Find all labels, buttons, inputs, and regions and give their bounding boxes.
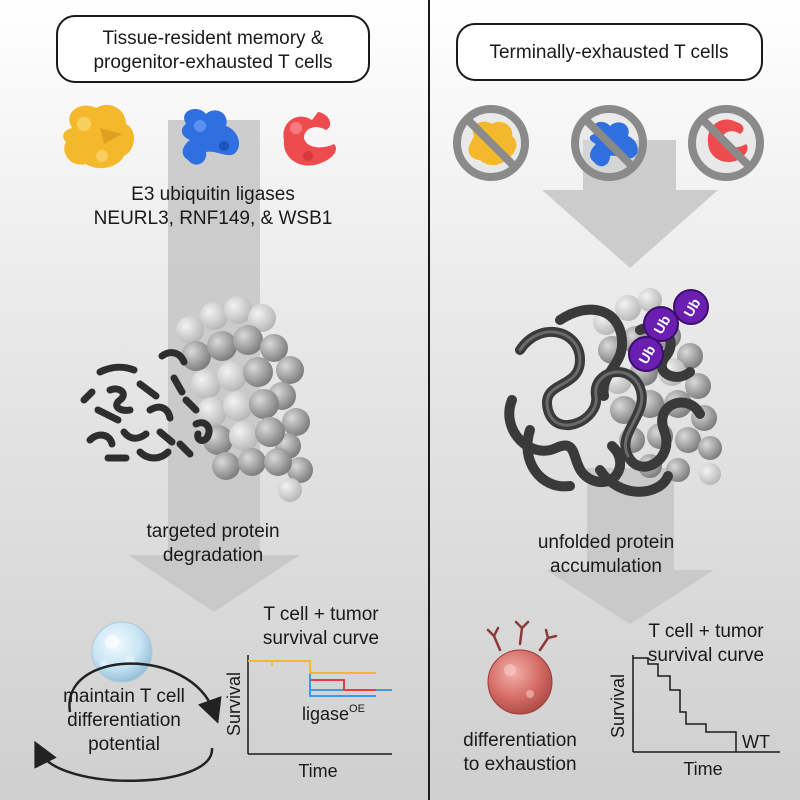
unfolded-protein-highlight [518,330,644,458]
proteasome-subunit [197,397,227,427]
proteasome-subunit [638,288,662,312]
prohibited-ligase-neurl3-icon [453,105,529,181]
right-survival-chart: WT Survival Time [608,655,780,779]
ligase-wsb1-icon [283,112,337,166]
left-process-line2: degradation [163,545,263,566]
proteasome-subunit [615,295,641,321]
proteasome-subunit [685,373,711,399]
proteasome-subunit [260,334,288,362]
left-outcome-line1: maintain T cell [63,686,185,707]
right-curve-title-line1: T cell + tumor [648,621,764,642]
left-curve-title-line2: survival curve [263,628,379,649]
proteasome-subunit [200,302,228,330]
ubiquitin-tag-1-icon: Ub [673,289,709,325]
proteasome-subunit [233,325,263,355]
proteasome-subunit [207,331,237,361]
proteasome-subunit [287,457,313,483]
curve-blue-lower [309,690,376,697]
prohibited-ligase-rnf149-icon [571,105,647,181]
right-process-line2: accumulation [550,556,662,577]
proteasome-subunit [282,408,310,436]
left-outcome-line3: potential [88,734,160,755]
left-flow-arrow [128,120,300,612]
right-flow-arrow-bottom [546,468,714,624]
t-cell-icon [91,621,153,683]
proteasome-subunit [699,463,721,485]
ligases-line2: NEURL3, RNF149, & WSB1 [94,208,333,229]
cycle-arrow-top [68,662,222,724]
proteasome-subunit [255,417,285,447]
proteasome-subunit [243,357,273,387]
prohibited-ligase-wsb1-icon [688,105,764,181]
ligase-neurl3-icon [63,104,135,169]
degraded-protein-fragments-icon [80,349,213,462]
proteasome-subunit [224,296,252,324]
left-title-line1: Tissue-resident memory & [102,28,323,49]
ligase-rnf149-icon [181,109,240,165]
curve-label-ligase: ligaseOE [302,703,365,724]
proteasome-subunit [698,436,722,460]
left-survival-chart: ligaseOE Survival Time [224,655,392,781]
right-outcome-line2: to exhaustion [463,754,576,775]
right-title-box [456,23,763,81]
left-proteasome-icon [176,296,313,502]
left-x-axis-label: Time [298,761,337,781]
right-x-axis-label: Time [683,759,722,779]
left-outcome-line2: differentiation [67,710,181,731]
ligases-line1: E3 ubiquitin ligases [131,184,295,205]
proteasome-subunit [264,448,292,476]
curve-orange [248,660,376,674]
right-process-line1: unfolded protein [538,532,674,553]
proteasome-subunit [276,356,304,384]
exhausted-t-cell-icon [486,620,558,715]
right-y-axis-label: Survival [608,674,628,738]
cycle-arrow-bottom [34,740,214,782]
proteasome-subunit [675,427,701,453]
proteasome-subunit [191,369,221,399]
proteasome-subunit [249,389,279,419]
curve-wt [633,657,737,752]
ubiquitin-tag-2-icon: Ub [643,306,679,342]
right-panel: Terminally-exhausted T cells [453,23,780,779]
left-process-line1: targeted protein [146,521,279,542]
curve-label-wt: WT [742,732,770,752]
proteasome-subunit [278,478,302,502]
proteasome-subunit [248,304,276,332]
proteasome-subunit [212,452,240,480]
proteasome-subunit [677,343,703,369]
proteasome-subunit [181,341,211,371]
left-curve-title-line1: T cell + tumor [263,604,379,625]
proteasome-subunit [229,421,259,451]
right-title: Terminally-exhausted T cells [489,42,728,63]
proteasome-subunit [223,391,253,421]
left-y-axis-label: Survival [224,672,244,736]
proteasome-subunit [217,361,247,391]
right-curve-title-line2: survival curve [648,645,764,666]
curve-red [310,679,376,691]
right-outcome-line1: differentiation [463,730,577,751]
left-panel: Tissue-resident memory & progenitor-exha… [34,15,392,782]
proteasome-subunit [176,316,204,344]
left-title-line2: progenitor-exhausted T cells [93,52,332,73]
ubiquitin-tag-3-icon: Ub [628,336,664,372]
left-title-box [56,15,370,83]
proteasome-subunit [238,448,266,476]
